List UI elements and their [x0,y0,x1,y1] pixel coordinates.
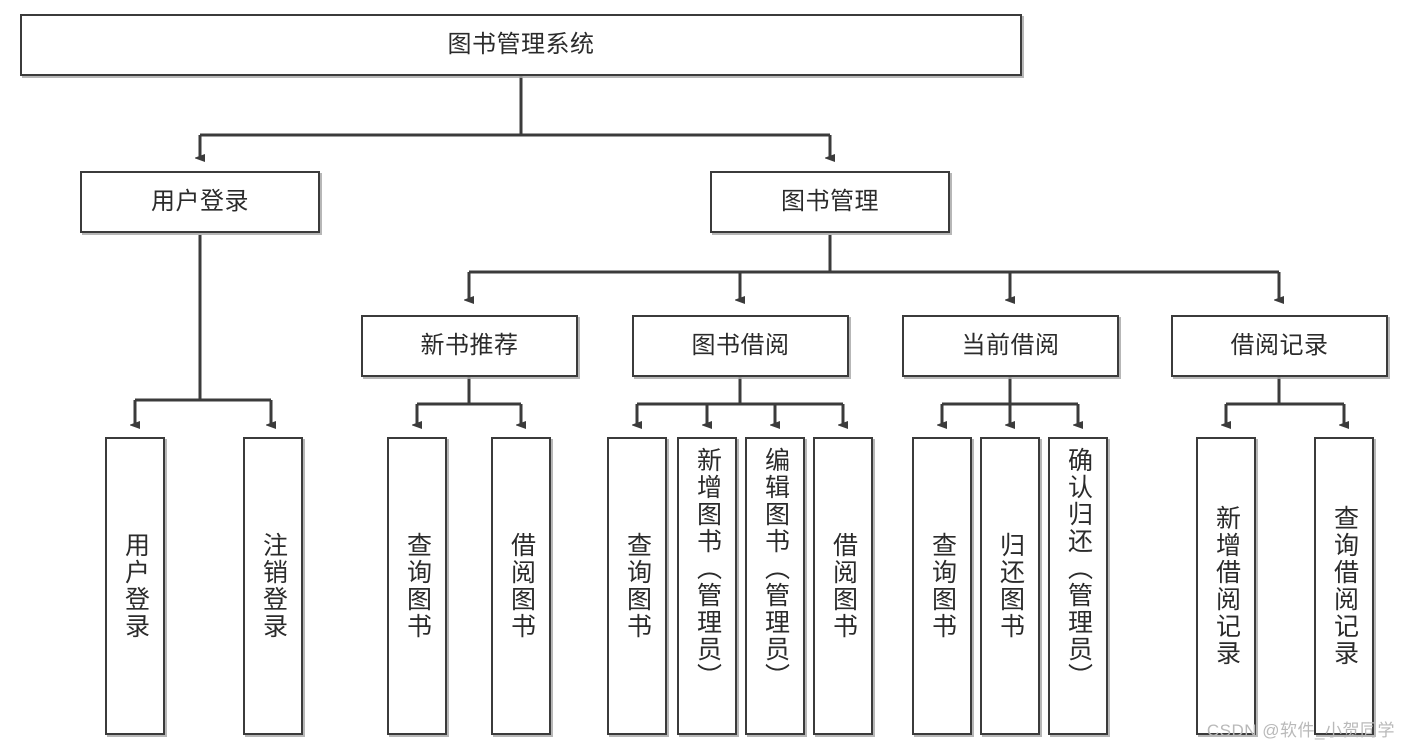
node-current-borrow[interactable]: 当前借阅 [902,315,1119,377]
node-user-login-label: 用户登录 [151,188,249,216]
node-leaf-confirm-return[interactable]: 确认归还（管理员） [1048,437,1108,735]
node-leaf-edit-book[interactable]: 编辑图书（管理员） [745,437,805,735]
node-book-management-label: 图书管理 [781,188,879,216]
node-leaf-query-book-3-label: 查询图书 [928,532,957,640]
node-leaf-add-book[interactable]: 新增图书（管理员） [677,437,737,735]
node-new-book-recommend-label: 新书推荐 [420,332,519,360]
node-leaf-query-book-1-label: 查询图书 [403,532,432,640]
node-root[interactable]: 图书管理系统 [20,14,1022,76]
node-leaf-borrow-book-1-label: 借阅图书 [507,532,536,640]
node-borrow-record[interactable]: 借阅记录 [1171,315,1388,377]
node-leaf-borrow-book-2-label: 借阅图书 [829,532,858,640]
node-leaf-add-record-label: 新增借阅记录 [1212,505,1241,667]
node-leaf-logout-login-label: 注销登录 [259,532,288,640]
node-leaf-return-book[interactable]: 归还图书 [980,437,1040,735]
node-book-management[interactable]: 图书管理 [710,171,950,233]
node-leaf-query-book-3[interactable]: 查询图书 [912,437,972,735]
node-leaf-query-book-2-label: 查询图书 [623,532,652,640]
node-leaf-query-record[interactable]: 查询借阅记录 [1314,437,1374,735]
node-leaf-user-login[interactable]: 用户登录 [105,437,165,735]
node-leaf-user-login-label: 用户登录 [121,532,150,640]
node-leaf-query-book-1[interactable]: 查询图书 [387,437,447,735]
node-leaf-confirm-return-label: 确认归还（管理员） [1064,447,1093,690]
node-new-book-recommend[interactable]: 新书推荐 [361,315,578,377]
node-current-borrow-label: 当前借阅 [961,332,1060,360]
node-book-borrow-label: 图书借阅 [691,332,790,360]
node-leaf-edit-book-label: 编辑图书（管理员） [761,447,790,690]
node-leaf-borrow-book-1[interactable]: 借阅图书 [491,437,551,735]
node-borrow-record-label: 借阅记录 [1230,332,1329,360]
node-user-login[interactable]: 用户登录 [80,171,320,233]
csdn-watermark: CSDN @软件_小贺同学 [1206,721,1395,740]
node-leaf-add-book-label: 新增图书（管理员） [693,447,722,690]
node-leaf-query-record-label: 查询借阅记录 [1330,505,1359,667]
node-leaf-add-record[interactable]: 新增借阅记录 [1196,437,1256,735]
node-leaf-query-book-2[interactable]: 查询图书 [607,437,667,735]
node-leaf-borrow-book-2[interactable]: 借阅图书 [813,437,873,735]
node-leaf-logout-login[interactable]: 注销登录 [243,437,303,735]
node-root-label: 图书管理系统 [447,31,595,59]
node-book-borrow[interactable]: 图书借阅 [632,315,849,377]
node-leaf-return-book-label: 归还图书 [996,532,1025,640]
